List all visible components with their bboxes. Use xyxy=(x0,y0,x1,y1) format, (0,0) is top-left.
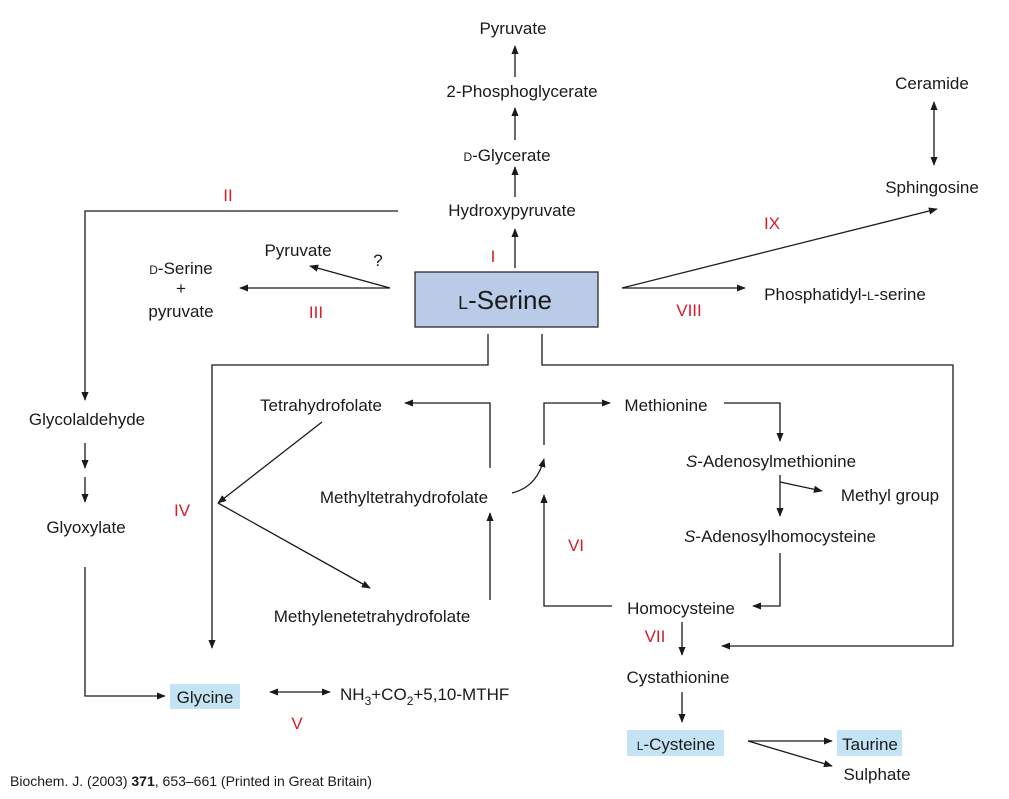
sam-italic: S xyxy=(686,452,698,471)
edge-homocysteine-methionine xyxy=(540,494,612,607)
edge-methyl-curve xyxy=(511,458,546,494)
citation-pages: , 653–661 (Printed in Great Britain) xyxy=(154,773,372,789)
cysteine-prefix: L xyxy=(637,739,644,753)
glycine-highlight xyxy=(170,684,240,709)
phosphatidyl-prefix: L xyxy=(867,289,874,303)
edge-to-methionine xyxy=(543,399,611,445)
products-nh: NH xyxy=(340,685,365,704)
edge-methionine-sam xyxy=(724,402,784,442)
pyruvate-left-label: pyruvate xyxy=(148,302,213,321)
question-mark: ? xyxy=(373,251,382,270)
methionine-label: Methionine xyxy=(624,396,707,415)
edge-sam-methyl xyxy=(779,481,823,493)
numeral-iii: III xyxy=(309,303,323,322)
products-sub1: 3 xyxy=(365,694,372,708)
pyruvate-top-label: Pyruvate xyxy=(479,19,546,38)
glyoxylate-label: Glyoxylate xyxy=(46,518,125,537)
products-tail: +5,10-MTHF xyxy=(413,685,509,704)
dserine-label: D-Serine xyxy=(149,259,212,278)
cysteine-rest: -Cysteine xyxy=(643,735,715,754)
ceramide-label: Ceramide xyxy=(895,74,969,93)
sah-italic: S xyxy=(684,527,696,546)
sulphate-label: Sulphate xyxy=(843,765,910,784)
cystathionine-label: Cystathionine xyxy=(626,668,729,687)
edges xyxy=(81,45,954,768)
edge-iv-methylene xyxy=(217,502,371,589)
dserine-prefix: D xyxy=(149,263,158,277)
tetrahydrofolate-label: Tetrahydrofolate xyxy=(260,396,382,415)
edge-sah-homocysteine xyxy=(752,553,781,610)
phosphoglycerate-label: 2-Phosphoglycerate xyxy=(446,82,597,101)
glycerate-rest: -Glycerate xyxy=(472,146,550,165)
serine-prefix: L xyxy=(458,293,468,313)
sam-label: S-Adenosylmethionine xyxy=(686,452,856,471)
methyl-group-label: Methyl group xyxy=(841,486,939,505)
serine-rest: -Serine xyxy=(468,285,552,315)
glycolaldehyde-label: Glycolaldehyde xyxy=(29,410,145,429)
sphingosine-label: Sphingosine xyxy=(885,178,979,197)
phosphatidylserine-label: Phosphatidyl-L-serine xyxy=(764,285,926,304)
glycerate-prefix: D xyxy=(463,150,472,164)
citation-volume: 371 xyxy=(131,773,155,789)
sah-rest: -Adenosylhomocysteine xyxy=(695,527,875,546)
citation-journal: Biochem. J. (2003) xyxy=(10,773,128,789)
pyruvate-mid-label: Pyruvate xyxy=(264,241,331,260)
serine-label: L-Serine xyxy=(458,285,552,315)
plus-sign: + xyxy=(176,279,186,298)
products-co: +CO xyxy=(371,685,406,704)
phosphatidyl-b: -serine xyxy=(874,285,926,304)
hydroxypyruvate-label: Hydroxypyruvate xyxy=(448,201,576,220)
products-label: NH3+CO2+5,10-MTHF xyxy=(340,685,509,708)
numeral-ix: IX xyxy=(764,214,780,233)
taurine-highlight xyxy=(837,730,902,756)
edge-cysteine-sulphate xyxy=(747,740,833,768)
edge-thf-iv xyxy=(217,421,323,504)
numeral-v: V xyxy=(291,714,303,733)
edge-serine-glycine xyxy=(208,334,489,649)
glycerate-label: D-Glycerate xyxy=(463,146,550,165)
products-sub2: 2 xyxy=(407,694,414,708)
edge-serine-pyruvate xyxy=(309,264,391,289)
homocysteine-label: Homocysteine xyxy=(627,599,735,618)
numeral-vi: VI xyxy=(568,536,584,555)
numeral-vii: VII xyxy=(645,627,666,646)
numeral-ii: II xyxy=(223,186,232,205)
edge-glyoxylate-glycine xyxy=(84,567,166,700)
numeral-viii: VIII xyxy=(676,301,702,320)
edge-ii-glycolaldehyde xyxy=(81,210,398,401)
edge-methyl-thf xyxy=(404,399,491,468)
methylenetetrahydrofolate-label: Methylenetetrahydrofolate xyxy=(274,607,471,626)
numeral-i: I xyxy=(491,247,496,266)
phosphatidyl-a: Phosphatidyl- xyxy=(764,285,867,304)
sah-label: S-Adenosylhomocysteine xyxy=(684,527,876,546)
dserine-rest: -Serine xyxy=(158,259,213,278)
serine-box xyxy=(414,271,599,328)
taurine-label: Taurine xyxy=(842,735,898,754)
cysteine-label: L-Cysteine xyxy=(637,735,716,754)
cysteine-highlight xyxy=(627,730,724,756)
sam-rest: -Adenosylmethionine xyxy=(697,452,856,471)
methyltetrahydrofolate-label: Methyltetrahydrofolate xyxy=(320,488,488,507)
citation: Biochem. J. (2003) 371, 653–661 (Printed… xyxy=(10,773,372,789)
glycine-label: Glycine xyxy=(177,688,234,707)
edge-serine-sphingosine xyxy=(621,207,938,289)
edge-serine-cystathionine xyxy=(541,334,954,650)
numeral-iv: IV xyxy=(174,501,191,520)
